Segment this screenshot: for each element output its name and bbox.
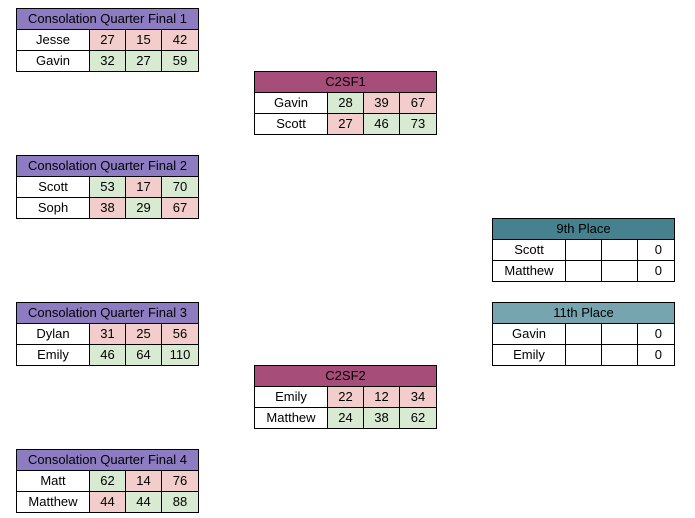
score-round-2[interactable]: 15 [125,29,162,51]
score-round-2[interactable]: 14 [125,470,162,492]
score-round-1[interactable] [565,344,602,366]
player-row: Dylan 31 25 56 [16,323,200,345]
match-title[interactable]: C2SF2 [253,365,438,387]
score-round-1[interactable]: 62 [89,470,126,492]
player-name[interactable]: Soph [16,197,90,219]
score-round-1[interactable]: 28 [327,92,364,114]
player-row: Gavin 32 27 59 [16,50,200,72]
score-total[interactable]: 59 [160,50,200,72]
score-total[interactable]: 76 [160,470,200,492]
player-name[interactable]: Scott [492,239,566,261]
match-title[interactable]: Consolation Quarter Final 4 [15,449,200,471]
score-round-2[interactable]: 38 [363,407,400,429]
player-name[interactable]: Gavin [492,323,566,345]
player-name[interactable]: Scott [254,113,328,135]
score-total[interactable]: 0 [636,323,676,345]
player-row: Matt 62 14 76 [16,470,200,492]
player-name[interactable]: Matthew [16,491,90,513]
match-cqf2: Consolation Quarter Final 2 Scott 53 17 … [15,155,200,219]
match-9th-place: 9th Place Scott 0 Matthew 0 [491,218,676,282]
score-round-1[interactable] [565,323,602,345]
match-title[interactable]: 11th Place [491,302,676,324]
score-total[interactable]: 70 [160,176,200,198]
score-round-2[interactable]: 25 [125,323,162,345]
match-title[interactable]: C2SF1 [253,71,438,93]
player-row: Scott 27 46 73 [254,113,438,135]
player-name[interactable]: Scott [16,176,90,198]
player-row: Scott 0 [492,239,676,261]
player-row: Scott 53 17 70 [16,176,200,198]
player-name[interactable]: Gavin [254,92,328,114]
score-total[interactable]: 56 [160,323,200,345]
player-name[interactable]: Matthew [254,407,328,429]
player-name[interactable]: Jesse [16,29,90,51]
score-round-1[interactable]: 27 [89,29,126,51]
score-round-1[interactable] [565,260,602,282]
player-row: Soph 38 29 67 [16,197,200,219]
score-round-2[interactable]: 12 [363,386,400,408]
score-total[interactable]: 73 [398,113,438,135]
player-name[interactable]: Gavin [16,50,90,72]
score-round-1[interactable]: 32 [89,50,126,72]
score-total[interactable]: 0 [636,260,676,282]
player-name[interactable]: Matt [16,470,90,492]
score-round-2[interactable]: 44 [125,491,162,513]
match-title[interactable]: Consolation Quarter Final 1 [15,8,200,30]
score-round-2[interactable] [601,260,638,282]
match-title[interactable]: Consolation Quarter Final 2 [15,155,200,177]
player-name[interactable]: Emily [254,386,328,408]
score-round-2[interactable]: 17 [125,176,162,198]
score-total[interactable]: 88 [160,491,200,513]
score-round-1[interactable]: 31 [89,323,126,345]
score-round-1[interactable]: 44 [89,491,126,513]
match-c2sf2: C2SF2 Emily 22 12 34 Matthew 24 38 62 [253,365,438,429]
player-row: Emily 0 [492,344,676,366]
match-cqf3: Consolation Quarter Final 3 Dylan 31 25 … [15,302,200,366]
score-total[interactable]: 67 [398,92,438,114]
score-round-2[interactable] [601,239,638,261]
score-round-2[interactable]: 64 [125,344,162,366]
player-name[interactable]: Emily [16,344,90,366]
match-cqf4: Consolation Quarter Final 4 Matt 62 14 7… [15,449,200,513]
match-c2sf1: C2SF1 Gavin 28 39 67 Scott 27 46 73 [253,71,438,135]
player-row: Gavin 28 39 67 [254,92,438,114]
match-cqf1: Consolation Quarter Final 1 Jesse 27 15 … [15,8,200,72]
match-11th-place: 11th Place Gavin 0 Emily 0 [491,302,676,366]
player-row: Emily 46 64 110 [16,344,200,366]
score-total[interactable]: 110 [160,344,200,366]
score-round-2[interactable]: 46 [363,113,400,135]
score-round-1[interactable]: 46 [89,344,126,366]
player-name[interactable]: Dylan [16,323,90,345]
player-row: Jesse 27 15 42 [16,29,200,51]
score-round-2[interactable] [601,323,638,345]
player-row: Matthew 44 44 88 [16,491,200,513]
score-round-1[interactable]: 24 [327,407,364,429]
score-total[interactable]: 62 [398,407,438,429]
score-round-2[interactable]: 39 [363,92,400,114]
score-round-2[interactable]: 29 [125,197,162,219]
player-row: Matthew 0 [492,260,676,282]
player-row: Gavin 0 [492,323,676,345]
score-round-1[interactable]: 53 [89,176,126,198]
player-row: Matthew 24 38 62 [254,407,438,429]
match-title[interactable]: Consolation Quarter Final 3 [15,302,200,324]
score-round-1[interactable] [565,239,602,261]
player-name[interactable]: Matthew [492,260,566,282]
match-title[interactable]: 9th Place [491,218,676,240]
player-row: Emily 22 12 34 [254,386,438,408]
score-round-1[interactable]: 38 [89,197,126,219]
score-total[interactable]: 42 [160,29,200,51]
score-round-2[interactable] [601,344,638,366]
score-total[interactable]: 0 [636,239,676,261]
score-total[interactable]: 67 [160,197,200,219]
score-round-1[interactable]: 27 [327,113,364,135]
score-total[interactable]: 0 [636,344,676,366]
score-total[interactable]: 34 [398,386,438,408]
score-round-2[interactable]: 27 [125,50,162,72]
score-round-1[interactable]: 22 [327,386,364,408]
player-name[interactable]: Emily [492,344,566,366]
